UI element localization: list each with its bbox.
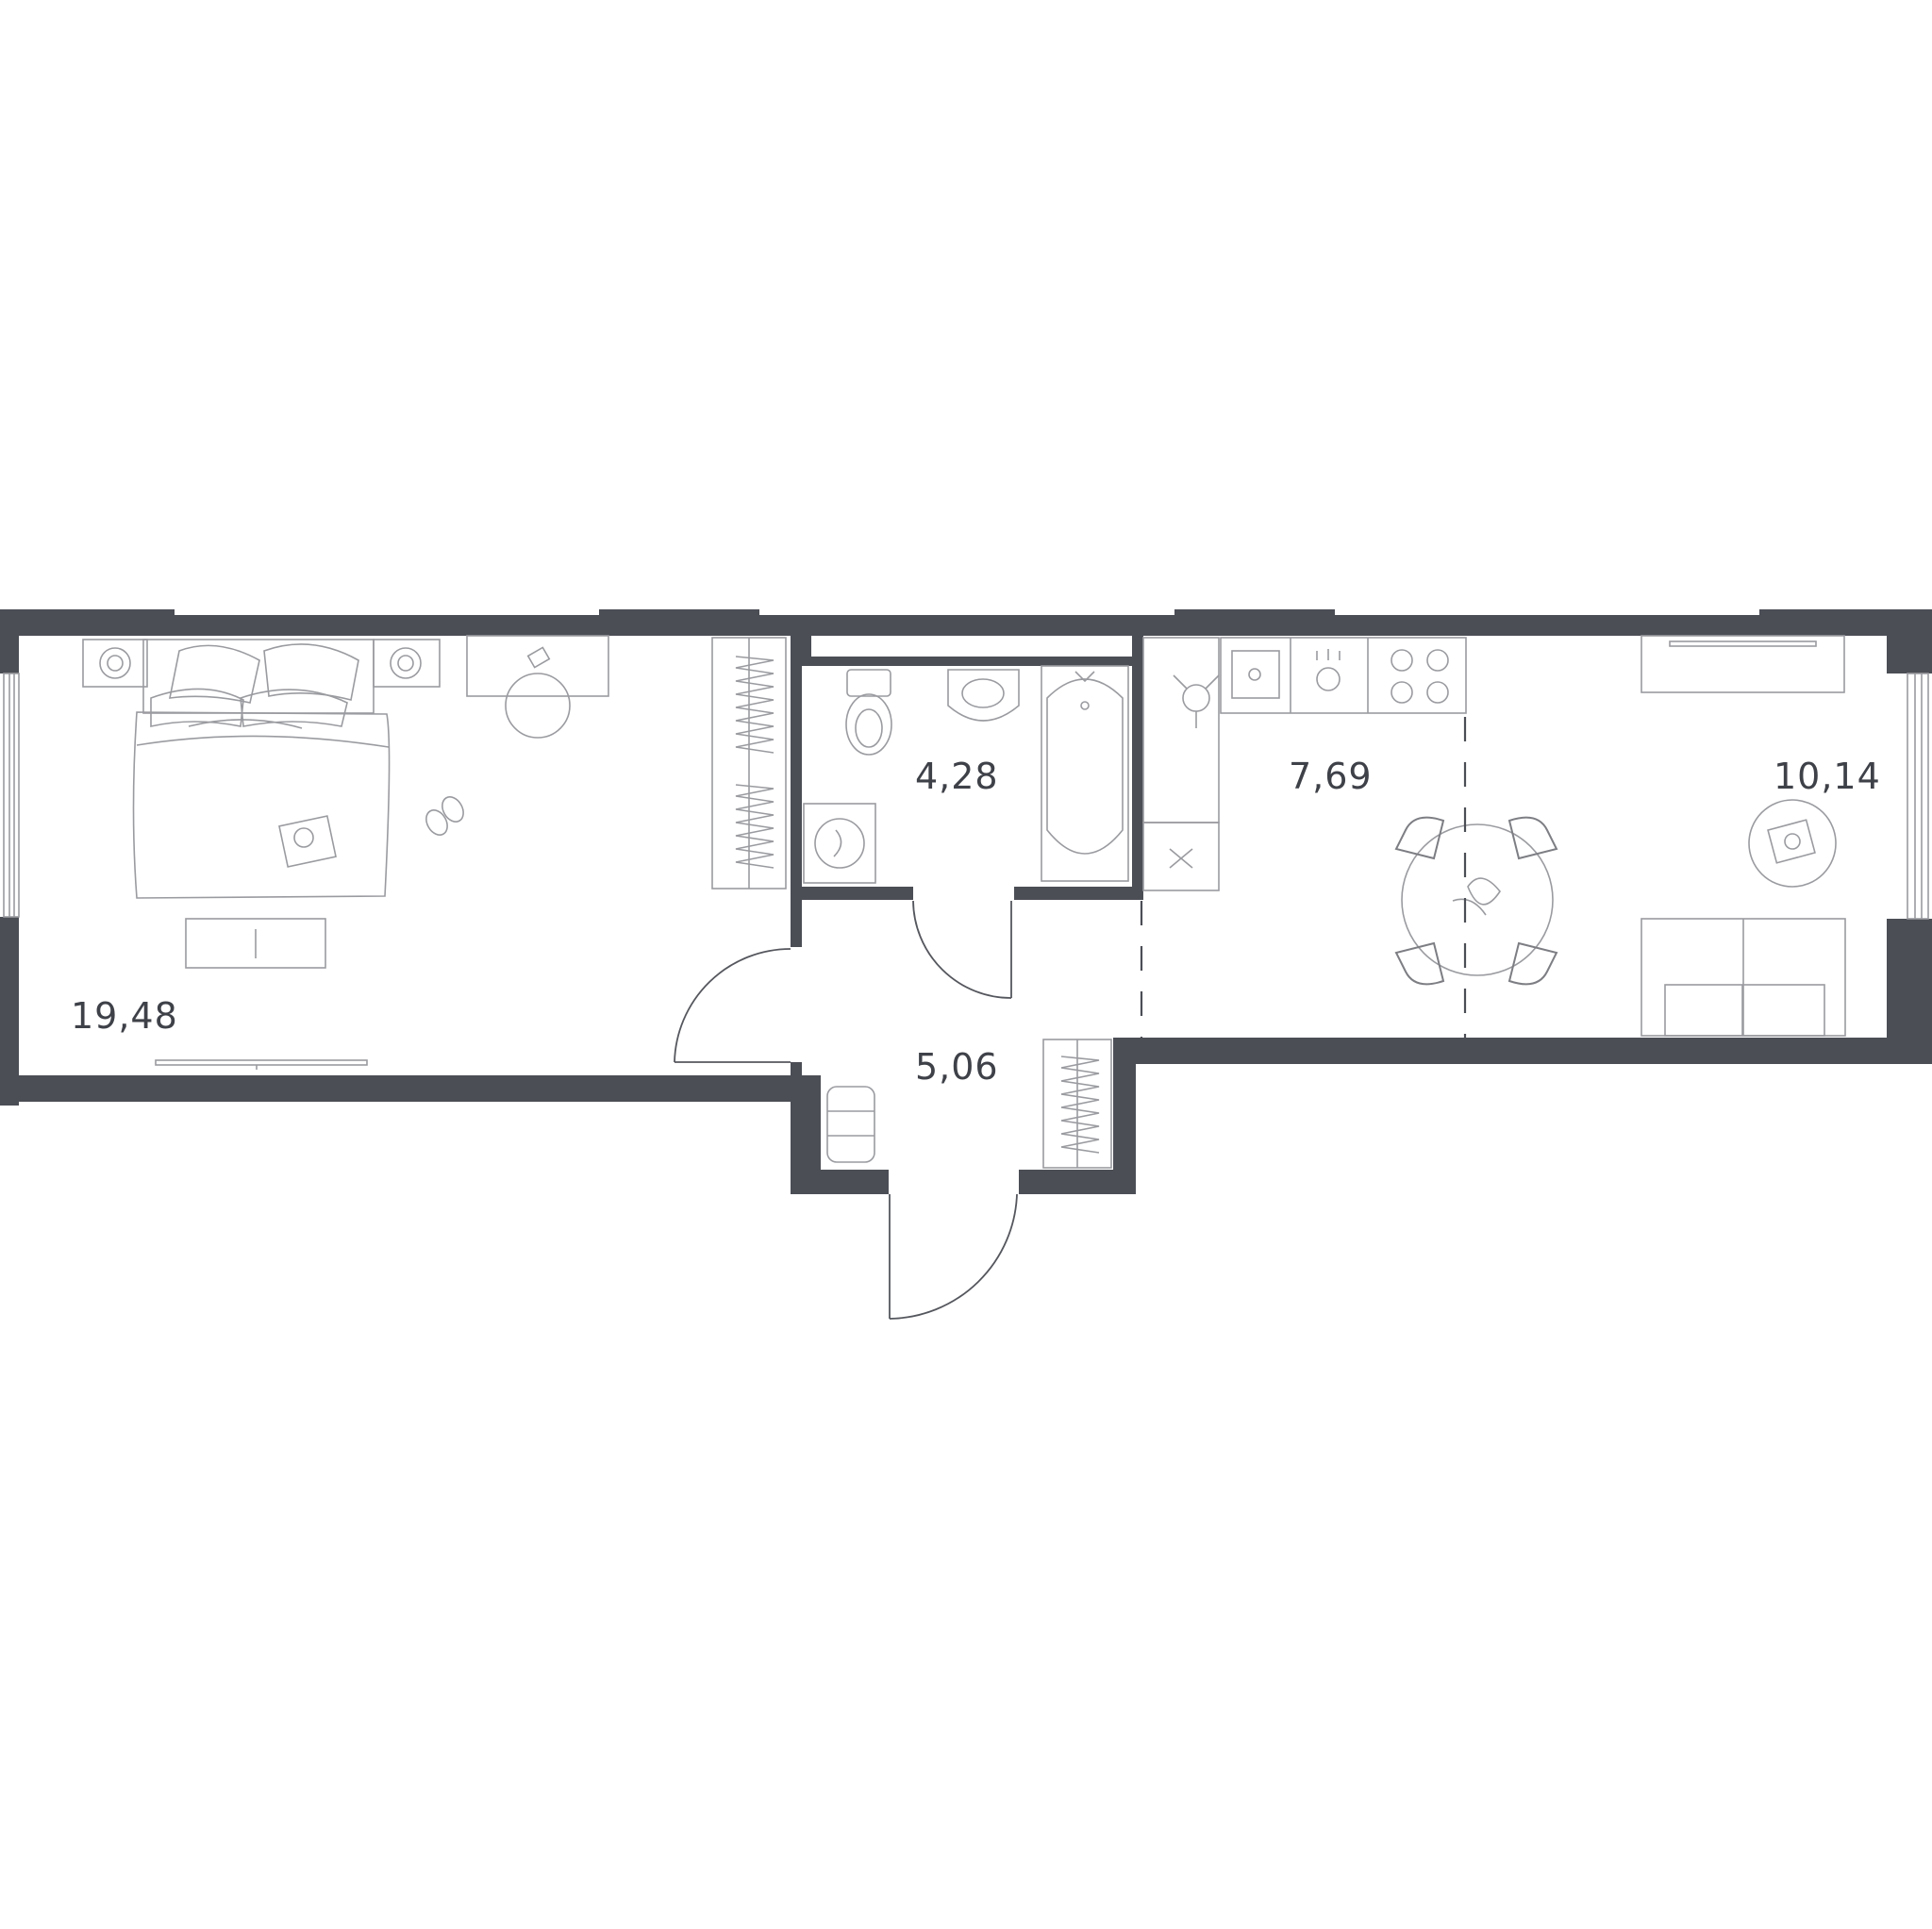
bathtub [1041, 665, 1129, 882]
area-label-kitchen: 7,69 [1289, 756, 1373, 797]
desk [466, 635, 609, 739]
area-label-bedroom: 19,48 [71, 995, 178, 1037]
window-left [3, 673, 20, 918]
door-bathroom [912, 900, 1012, 999]
hall-wardrobe [1042, 1039, 1112, 1169]
plant-kitchen [1173, 674, 1220, 728]
toilet [845, 669, 892, 756]
door-entrance [889, 1193, 1018, 1320]
coffee-table [1748, 799, 1837, 888]
slippers [425, 796, 464, 836]
area-label-living: 10,14 [1774, 756, 1881, 797]
nightstand-right [373, 639, 441, 688]
wardrobe-bedroom [711, 637, 787, 890]
hall-pouf [826, 1086, 875, 1163]
sink [947, 669, 1020, 722]
sofa [1641, 918, 1846, 1037]
window-right [1907, 673, 1929, 920]
window-top-left [175, 609, 1759, 615]
walls [0, 609, 1932, 1194]
bench [185, 918, 326, 969]
washing-machine [803, 803, 876, 884]
tv-living [1641, 635, 1845, 693]
dining-chairs [1394, 816, 1558, 986]
tv-bedroom [155, 1059, 368, 1070]
bed [132, 639, 391, 899]
nightstand-left [82, 639, 148, 688]
area-label-bathroom: 4,28 [915, 756, 999, 797]
kitchen-counter [1142, 637, 1467, 891]
dining-table [1401, 823, 1554, 976]
cooktop [1391, 649, 1449, 704]
door-bedroom [674, 948, 791, 1063]
area-label-hallway: 5,06 [915, 1046, 999, 1088]
